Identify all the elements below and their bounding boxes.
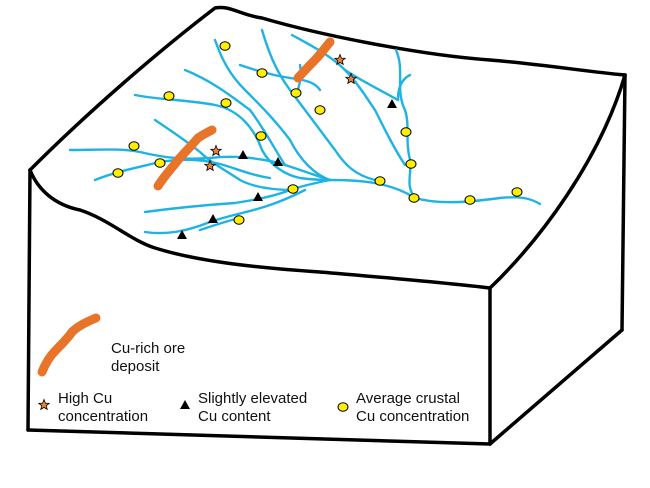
block-back-right-edge	[620, 73, 627, 332]
block-side-bottom-edge	[488, 328, 624, 446]
high-markers	[203, 53, 358, 172]
elevated-markers	[177, 99, 397, 239]
average-marker	[374, 176, 386, 186]
ore-deposits	[153, 37, 335, 191]
triangle-icon-shape	[180, 400, 190, 409]
average-marker	[256, 68, 268, 78]
stream-center-2	[213, 38, 332, 182]
circle-icon	[337, 402, 349, 412]
elevated-marker	[208, 214, 218, 223]
stream-left-2	[93, 158, 272, 182]
legend-ore-label: Cu-rich ore deposit	[111, 340, 186, 375]
average-marker	[511, 187, 523, 197]
stream-center-4	[133, 93, 332, 182]
stream-left-3	[153, 118, 297, 192]
ore-deposit-left	[153, 125, 217, 191]
legend-high-label: High Cu concentration	[58, 390, 149, 425]
average-marker	[314, 105, 326, 115]
block-left-edge	[26, 168, 32, 432]
stream-center-1	[260, 28, 377, 182]
stream-lower-1	[143, 178, 332, 214]
average-marker	[233, 215, 245, 225]
block-front-top-edge	[28, 168, 492, 290]
high-marker	[209, 144, 223, 157]
stream-left-1	[68, 148, 332, 182]
average-marker	[112, 168, 124, 178]
average-marker	[154, 158, 166, 168]
elevated-marker	[253, 192, 263, 201]
stream-right-branch	[394, 48, 417, 200]
high-marker	[344, 72, 358, 85]
average-marker	[220, 98, 232, 108]
stream-network	[68, 28, 542, 235]
high-marker	[203, 159, 217, 172]
legend-elevated-label: Slightly elevated Cu content	[198, 390, 308, 425]
stream-top-center	[290, 33, 407, 167]
block-top-right-edge	[488, 73, 627, 290]
stream-top-loop	[238, 63, 322, 92]
average-marker	[219, 41, 231, 51]
stream-center-3	[183, 68, 287, 167]
average-markers	[112, 41, 523, 225]
block-top-back-edge	[28, 5, 627, 172]
elevated-marker	[238, 150, 248, 159]
circle-icon-shape	[337, 402, 349, 412]
average-marker	[290, 88, 302, 98]
high-marker	[333, 53, 347, 66]
average-marker	[255, 131, 267, 141]
stream-main	[328, 178, 542, 206]
average-marker	[408, 193, 420, 203]
ore-deposit-top	[293, 37, 335, 83]
elevated-marker	[177, 230, 187, 239]
average-marker	[405, 159, 417, 169]
average-marker	[163, 91, 175, 101]
star-icon-shape	[37, 398, 51, 411]
stream-lower-2	[143, 188, 307, 235]
legend	[37, 313, 349, 412]
average-marker	[128, 141, 140, 151]
block-outline	[26, 5, 627, 446]
legend-average-label: Average crustal Cu concentration	[356, 390, 470, 425]
average-marker	[287, 184, 299, 194]
ore-stripe-icon	[37, 313, 101, 377]
elevated-marker	[387, 99, 397, 108]
elevated-marker	[273, 157, 283, 166]
star-icon	[37, 398, 51, 411]
stream-right-top2	[396, 73, 412, 102]
triangle-icon	[180, 400, 190, 409]
stream-right-top	[343, 68, 400, 102]
average-marker	[400, 127, 412, 137]
block-bottom-edge	[26, 428, 492, 446]
average-marker	[464, 195, 476, 205]
